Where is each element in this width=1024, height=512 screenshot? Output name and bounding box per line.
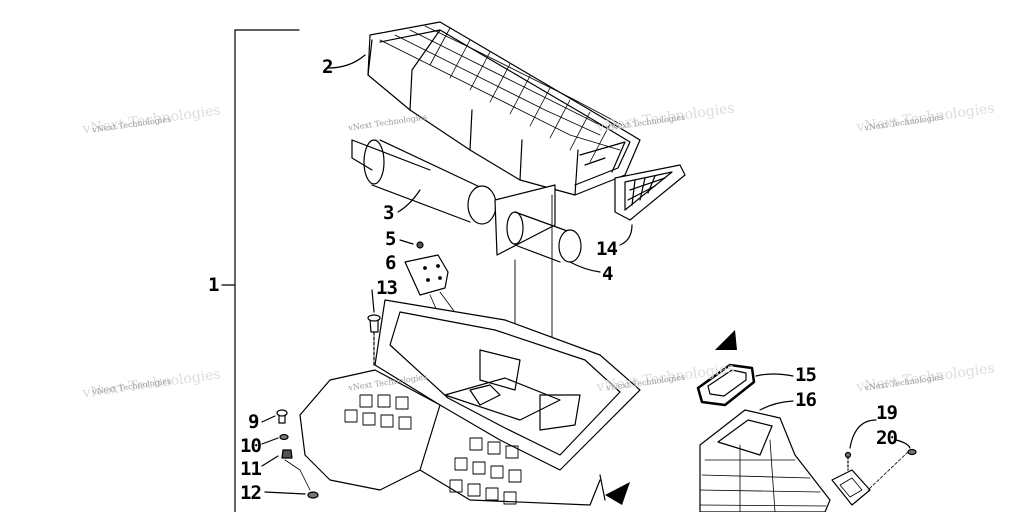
intake-boot-16 [699,409,831,512]
callout-2: 2 [322,56,333,78]
callout-3: 3 [383,202,394,224]
intake-screen-14 [614,164,686,221]
washer-10 [279,433,289,441]
callout-4: 4 [602,263,613,285]
screw-5 [416,241,424,249]
callout-9: 9 [248,411,259,433]
callout-19-leader [849,419,877,449]
callout-19: 19 [876,402,898,424]
callout-9-leader [261,415,276,423]
push-rivet-13 [367,314,381,366]
callout-5: 5 [385,228,396,250]
intake-tube-3 [351,139,497,225]
callout-1: 1 [208,274,219,296]
fastener-12 [307,491,319,499]
floor-tray [299,299,641,506]
callout-14: 14 [596,238,618,260]
assembly-bracket [234,29,300,512]
callout-16-leader [759,400,794,411]
callout-10-leader [261,437,279,445]
intake-tube-4 [494,184,582,263]
callout-2-leader [327,54,366,69]
tray-cutouts [344,394,522,505]
bolt-9 [276,409,288,424]
callout-6: 6 [385,252,396,274]
callout-15-leader [755,373,794,377]
callout-11: 11 [240,458,262,480]
direction-arrow-icon [715,330,737,350]
callout-20-leader [895,439,911,449]
callout-13: 13 [376,277,398,299]
callout-5-leader [399,239,414,245]
plate-6 [404,254,449,296]
callout-4-leader [569,261,601,273]
callout-14-leader [619,224,633,246]
callout-13-leader [371,289,375,313]
callout-11-leader [261,455,279,467]
callout-12: 12 [240,482,262,504]
callout-3-leader [397,189,421,213]
bracket-19-20 [831,448,917,506]
callout-16: 16 [795,389,817,411]
callout-12-leader [264,491,306,495]
callout-15: 15 [795,364,817,386]
direction-arrow-icon [605,482,630,505]
callout-10: 10 [240,435,262,457]
nut-11 [281,449,293,459]
callout-20: 20 [876,427,898,449]
gasket-15 [696,363,756,407]
silencer-housing [367,21,641,196]
